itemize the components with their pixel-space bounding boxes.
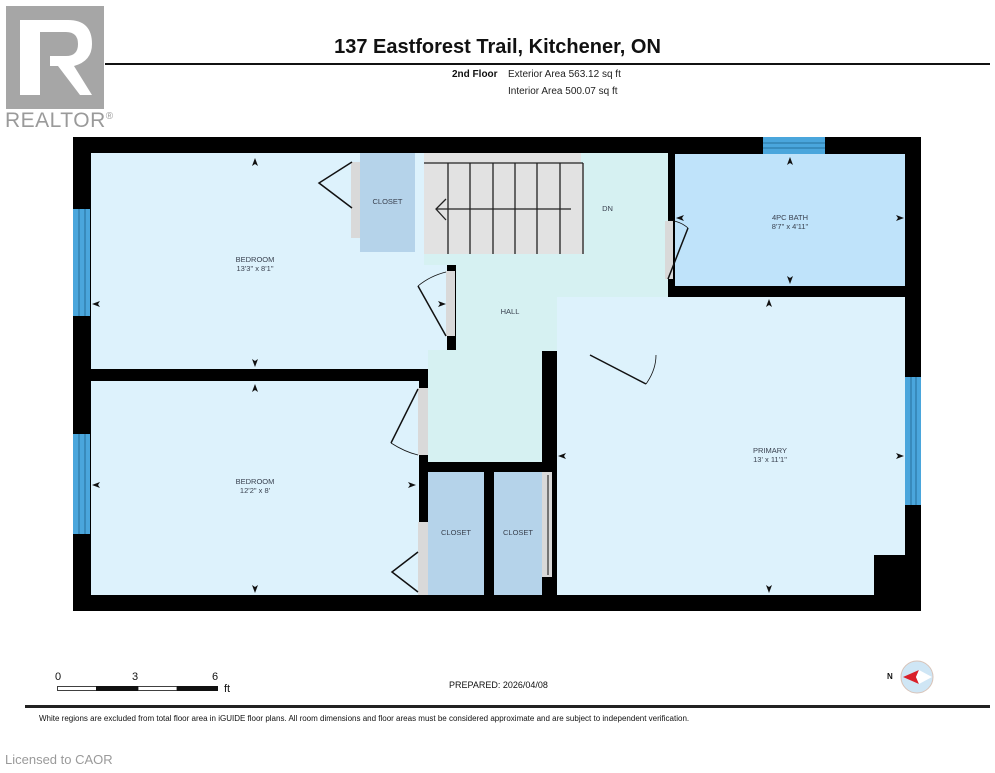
realtor-r-logo-icon [6, 6, 104, 109]
room-closet-3: CLOSET [494, 528, 542, 537]
prepared-date: PREPARED: 2026/04/08 [449, 680, 548, 690]
stairs-down-label: DN [590, 204, 625, 213]
room-hall: HALL [490, 307, 530, 316]
scale-bar-graphic [57, 686, 218, 691]
room-dims: 13' x 11'1" [753, 455, 787, 464]
compass-north-label: N [887, 672, 893, 681]
room-bedroom-2: BEDROOM 12'2" x 8' [215, 477, 295, 495]
room-name: BEDROOM [235, 477, 275, 486]
property-address-title: 137 Eastforest Trail, Kitchener, ON [334, 36, 661, 58]
floor-label: 2nd Floor [452, 69, 498, 80]
realtor-logo [6, 6, 104, 109]
compass-icon [900, 660, 934, 694]
scale-tick-0: 0 [55, 671, 62, 683]
room-primary: PRIMARY 13' x 11'1" [735, 446, 805, 464]
interior-area: Interior Area 500.07 sq ft [508, 86, 618, 97]
room-name: 4PC BATH [771, 213, 809, 222]
scale-tick-6: 6 [212, 671, 219, 683]
room-dims: 13'3" x 8'1" [236, 264, 274, 273]
exterior-area: Exterior Area 563.12 sq ft [508, 69, 621, 80]
room-name: DN [602, 204, 613, 213]
title-divider [105, 63, 990, 65]
scale-tick-3: 3 [132, 671, 139, 683]
license-watermark: Licensed to CAOR [5, 752, 113, 767]
room-name: BEDROOM [235, 255, 275, 264]
room-dims: 8'7" x 4'11" [771, 222, 809, 231]
footer-divider [25, 705, 990, 708]
room-name: CLOSET [440, 528, 471, 537]
room-bedroom-1: BEDROOM 13'3" x 8'1" [215, 255, 295, 273]
room-name: PRIMARY [752, 446, 788, 455]
disclaimer-text: White regions are excluded from total fl… [39, 714, 690, 723]
room-name: CLOSET [372, 197, 403, 206]
realtor-wordmark: REALTOR® [5, 109, 114, 132]
room-closet-2: CLOSET [430, 528, 482, 537]
room-closet-1: CLOSET [360, 197, 415, 206]
room-name: HALL [500, 307, 520, 316]
room-dims: 12'2" x 8' [239, 486, 271, 495]
room-name: CLOSET [502, 528, 533, 537]
room-4pc-bath: 4PC BATH 8'7" x 4'11" [740, 213, 840, 231]
scale-unit: ft [224, 683, 231, 695]
